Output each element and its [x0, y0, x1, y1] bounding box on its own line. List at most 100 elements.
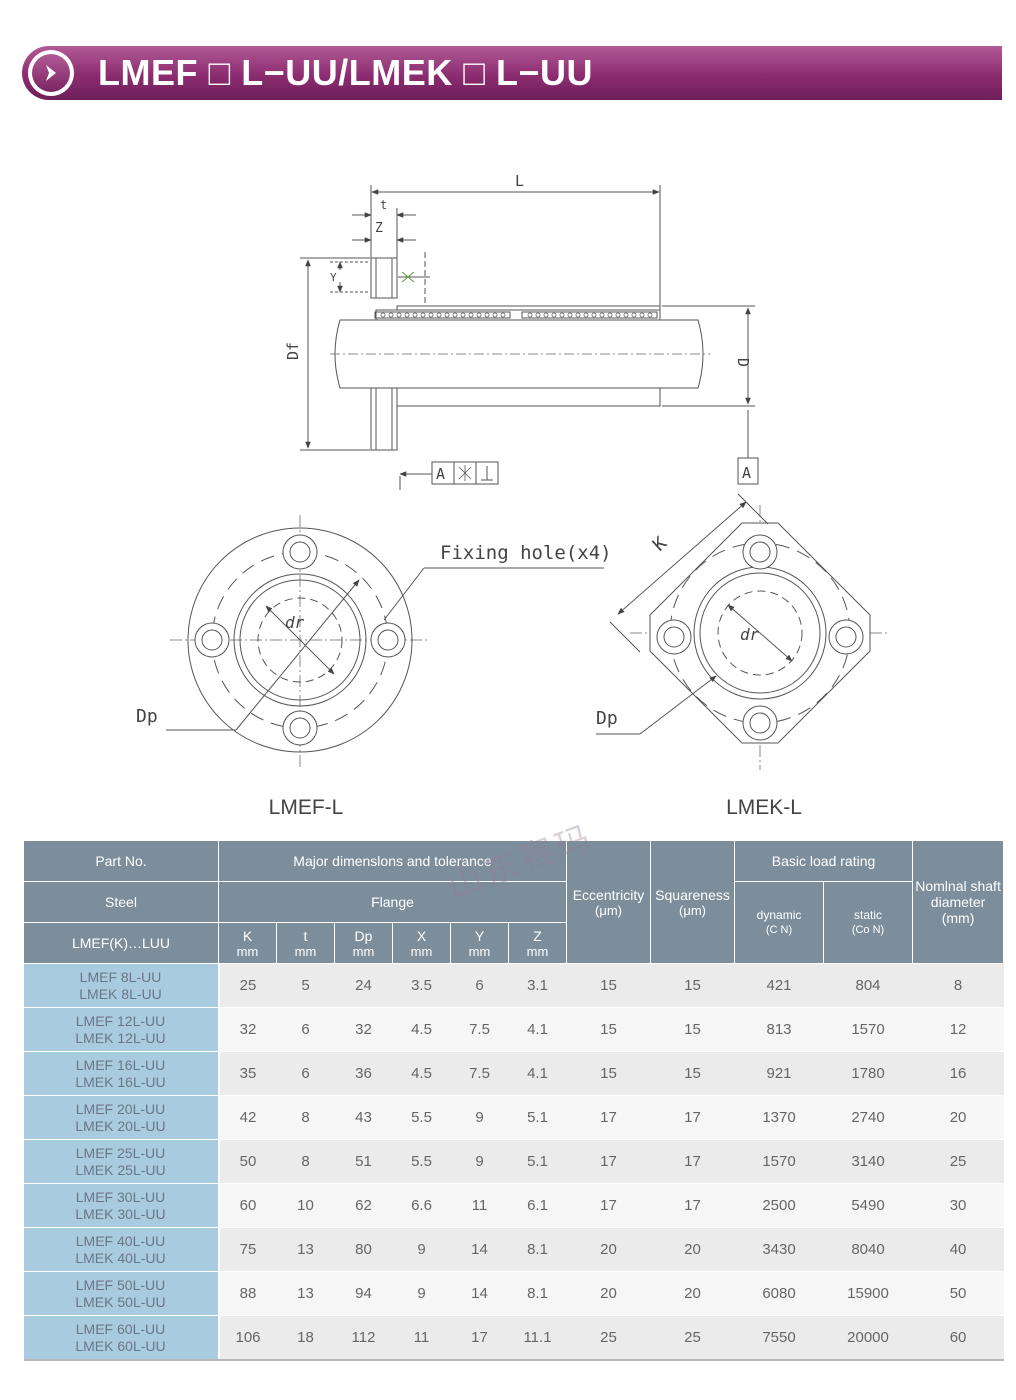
cell-dyn: 1570	[734, 1139, 824, 1184]
cell-dyn: 3430	[734, 1227, 824, 1272]
side-view	[300, 185, 759, 490]
banner-arrow-badge	[28, 50, 74, 96]
fixing-hole-label: Fixing hole(x4)	[440, 542, 612, 564]
cell-X: 5.5	[392, 1095, 451, 1140]
lmef-front-view	[166, 515, 604, 770]
part-number-lmek: LMEK 50L-UU	[75, 1293, 166, 1310]
cell-sta: 3140	[823, 1139, 913, 1184]
cell-t: 13	[276, 1271, 335, 1316]
cell-t: 6	[276, 1007, 335, 1052]
header-steel: Steel	[23, 881, 219, 923]
cell-Dp: 62	[334, 1183, 393, 1228]
cell-Y: 7.5	[450, 1007, 509, 1052]
cell-X: 3.5	[392, 963, 451, 1008]
cell-ecc: 20	[566, 1227, 651, 1272]
cell-K: 88	[218, 1271, 277, 1316]
cell-shaft: 25	[912, 1139, 1004, 1184]
cell-sq: 15	[650, 963, 735, 1008]
chevron-right-icon	[46, 65, 56, 81]
page-title: LMEF □ L−UU/LMEK □ L−UU	[98, 52, 593, 93]
cell-Dp: 36	[334, 1051, 393, 1096]
cell-sq: 20	[650, 1271, 735, 1316]
datum-A-label: A	[742, 464, 751, 482]
dim-Z-label: Z	[375, 221, 383, 236]
cell-sta: 8040	[823, 1227, 913, 1272]
part-number-lmek: LMEK 25L-UU	[75, 1161, 166, 1178]
cell-ecc: 17	[566, 1183, 651, 1228]
part-number-lmef: LMEF 12L-UU	[75, 1012, 166, 1029]
cell-shaft: 40	[912, 1227, 1004, 1272]
cell-Y: 6	[450, 963, 509, 1008]
cell-K: 106	[218, 1315, 277, 1361]
dim-Y-label: Y	[330, 271, 337, 284]
cell-K: 25	[218, 963, 277, 1008]
cell-Dp: 94	[334, 1271, 393, 1316]
dr-label-right: dr	[740, 625, 760, 644]
part-number-lmek: LMEK 16L-UU	[75, 1073, 166, 1090]
header-static: static(Co N)	[823, 881, 914, 964]
part-number-lmek: LMEK 8L-UU	[79, 985, 162, 1002]
dim-Df-label: Df	[284, 342, 302, 360]
cell-t: 8	[276, 1139, 335, 1184]
cell-K: 42	[218, 1095, 277, 1140]
header-squareness: Squareness(μm)	[650, 840, 736, 964]
cell-Z: 11.1	[508, 1315, 567, 1361]
tolerance-frame-datum: A	[436, 465, 445, 483]
cell-Z: 5.1	[508, 1139, 567, 1184]
cell-ecc: 25	[566, 1315, 651, 1361]
header-flange: Flange	[217, 881, 568, 923]
cell-sq: 15	[650, 1007, 735, 1052]
cell-shaft: 30	[912, 1183, 1004, 1228]
caption-lmef: LMEF-L	[269, 796, 344, 819]
part-number-lmef: LMEF 25L-UU	[75, 1144, 166, 1161]
part-number-lmef: LMEF 50L-UU	[75, 1276, 166, 1293]
header-eccentricity: Eccentricity(μm)	[566, 840, 652, 964]
cell-t: 10	[276, 1183, 335, 1228]
cell-Y: 14	[450, 1227, 509, 1272]
part-number-lmef: LMEF 16L-UU	[75, 1056, 166, 1073]
cell-sta: 804	[823, 963, 913, 1008]
header-shaft-diameter: Nomlnal shaft diameter (mm)	[912, 840, 1005, 964]
part-number-lmek: LMEK 30L-UU	[75, 1205, 166, 1222]
cell-K: 60	[218, 1183, 277, 1228]
cell-Y: 9	[450, 1095, 509, 1140]
cell-sta: 1570	[823, 1007, 913, 1052]
cell-K: 32	[218, 1007, 277, 1052]
cell-X: 4.5	[392, 1051, 451, 1096]
cell-X: 9	[392, 1227, 451, 1272]
cell-ecc: 15	[566, 963, 651, 1008]
cell-ecc: 15	[566, 1051, 651, 1096]
cell-Z: 5.1	[508, 1095, 567, 1140]
cell-Y: 11	[450, 1183, 509, 1228]
cell-Z: 6.1	[508, 1183, 567, 1228]
part-number-lmef: LMEF 20L-UU	[75, 1100, 166, 1117]
cell-dyn: 421	[734, 963, 824, 1008]
dim-t-label: t	[380, 198, 387, 212]
part-number-lmef: LMEF 60L-UU	[75, 1320, 166, 1337]
cell-dyn: 6080	[734, 1271, 824, 1316]
cell-ecc: 17	[566, 1095, 651, 1140]
cell-Dp: 51	[334, 1139, 393, 1184]
cell-Y: 14	[450, 1271, 509, 1316]
cell-Dp: 24	[334, 963, 393, 1008]
technical-drawing: L t Z Y Df D A A dr Dp Fixing hole(x4)	[136, 172, 890, 819]
caption-lmek: LMEK-L	[726, 796, 802, 819]
cell-Z: 3.1	[508, 963, 567, 1008]
header-dynamic: dynamic(C N)	[734, 881, 825, 964]
header-series: LMEF(K)…LUU	[23, 922, 219, 964]
cell-K: 50	[218, 1139, 277, 1184]
cell-shaft: 16	[912, 1051, 1004, 1096]
